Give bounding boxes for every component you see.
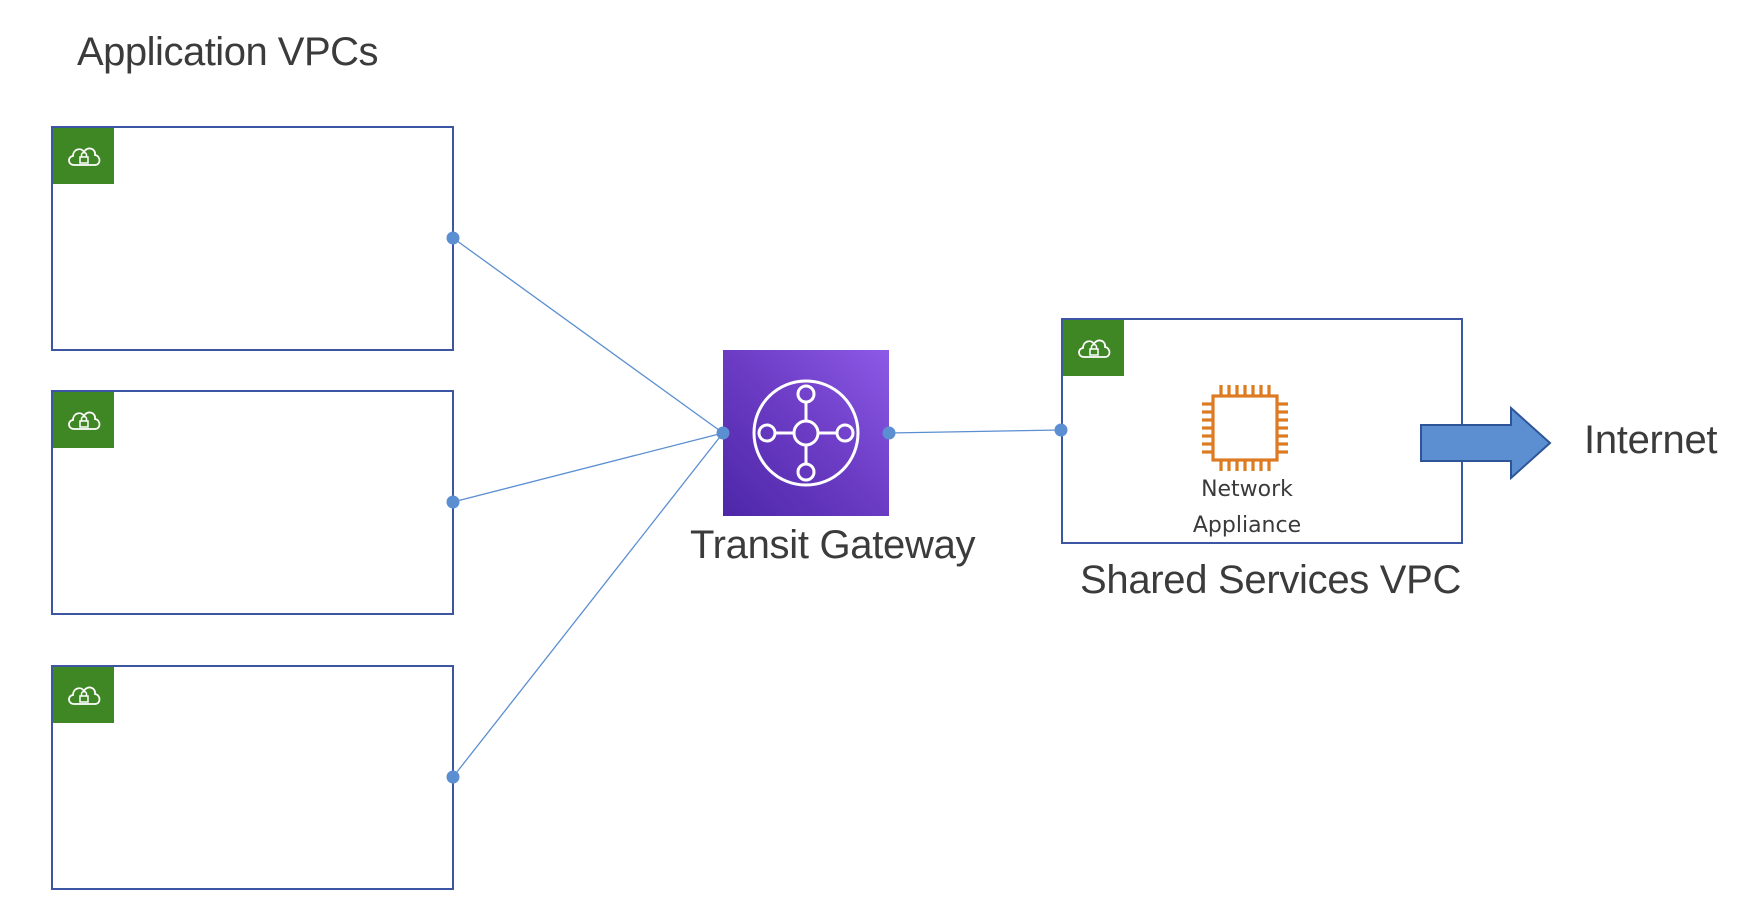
application-vpcs-title: Application VPCs [77,30,379,74]
endpoint-tgw-left [716,426,730,440]
internet-label: Internet [1584,418,1718,462]
connector-shared-vpc [888,429,1062,434]
application-vpc-1 [51,126,454,351]
network-appliance-label: Network Appliance [1192,477,1302,538]
vpc-cloud-lock-icon [53,392,114,448]
vpc-cloud-lock-icon [53,667,114,723]
endpoint-shared-vpc [1054,423,1068,437]
vpc-cloud-lock-icon [53,128,114,184]
application-vpc-3 [51,665,454,890]
connector-app-vpc-2 [452,432,724,503]
endpoint-app-vpc-1 [446,231,460,245]
endpoint-tgw-right [882,426,896,440]
transit-gateway-label: Transit Gateway [690,523,976,567]
endpoint-app-vpc-2 [446,495,460,509]
transit-gateway-icon [723,350,889,516]
shared-services-vpc [1061,318,1463,544]
ec2-instance-chip-icon [1199,382,1291,474]
connector-app-vpc-3 [452,432,724,778]
right-arrow-icon [1420,405,1552,481]
shared-services-vpc-label: Shared Services VPC [1080,558,1462,602]
endpoint-app-vpc-3 [446,770,460,784]
application-vpc-2 [51,390,454,615]
connector-app-vpc-1 [452,237,724,434]
vpc-cloud-lock-icon [1063,320,1124,376]
